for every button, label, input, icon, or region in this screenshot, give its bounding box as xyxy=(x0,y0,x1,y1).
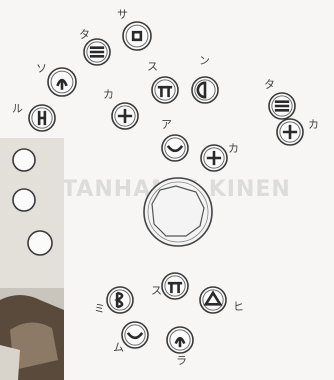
ring-lower-4-kana-label: ム xyxy=(113,341,124,354)
ring-lower-4: ム xyxy=(113,322,148,354)
ring-lower-3-kana-label: ヒ xyxy=(233,300,244,313)
ring-inner-2-kana-label: カ xyxy=(228,142,239,155)
ring-left-1: ル xyxy=(12,102,55,131)
ring-mid-2-outer xyxy=(152,77,178,103)
ring-lower-5-kana-label: ラ xyxy=(176,354,187,367)
ring-inner-2: カ xyxy=(201,142,239,171)
photo-ring-1 xyxy=(13,149,35,171)
ring-top-3-kana-label: ソ xyxy=(36,62,47,75)
ring-right-1-kana-label: タ xyxy=(264,78,275,91)
ring-lower-1: ス xyxy=(151,273,188,299)
ring-right-2: カ xyxy=(277,118,319,145)
ring-top-1-kana-label: サ xyxy=(117,8,128,21)
ring-lower-1-kana-label: ス xyxy=(151,284,162,297)
ring-inner-1: ア xyxy=(161,118,188,161)
theta-glyph-icon xyxy=(275,102,289,111)
ring-lower-5: ラ xyxy=(167,327,193,367)
ring-top-3: ソ xyxy=(36,62,76,96)
photo-inset xyxy=(0,138,64,380)
ring-lower-2-kana-label: ミ xyxy=(94,302,105,315)
ring-inner-1-kana-label: ア xyxy=(161,118,172,131)
ring-right-1: タ xyxy=(264,78,295,119)
ring-lower-2: ミ xyxy=(94,287,133,315)
ring-mid-1-kana-label: カ xyxy=(103,88,114,101)
ring-right-2-kana-label: カ xyxy=(308,118,319,131)
ring-left-1-kana-label: ル xyxy=(12,102,23,115)
ring-lower-1-outer xyxy=(162,273,188,299)
ring-inner-1-outer xyxy=(162,135,188,161)
ring-lower-3: ヒ xyxy=(200,287,244,313)
ring-lower-2-outer xyxy=(107,287,133,313)
ring-mid-2: ス xyxy=(147,60,178,103)
center-cog xyxy=(144,178,212,246)
ring-top-2-kana-label: タ xyxy=(79,28,90,41)
ring-mid-1: カ xyxy=(103,88,138,129)
photo-ring-2 xyxy=(13,189,35,211)
ring-mid-3: ン xyxy=(192,54,218,103)
ring-top-1: サ xyxy=(117,8,151,50)
ring-top-1-outer xyxy=(123,22,151,50)
ring-lower-4-outer xyxy=(122,322,148,348)
ring-top-2: タ xyxy=(79,28,110,65)
photo-ring-3 xyxy=(28,231,52,255)
ring-mid-2-kana-label: ス xyxy=(147,60,158,73)
ring-mid-3-kana-label: ン xyxy=(199,54,210,67)
theta-glyph-icon xyxy=(90,48,104,57)
